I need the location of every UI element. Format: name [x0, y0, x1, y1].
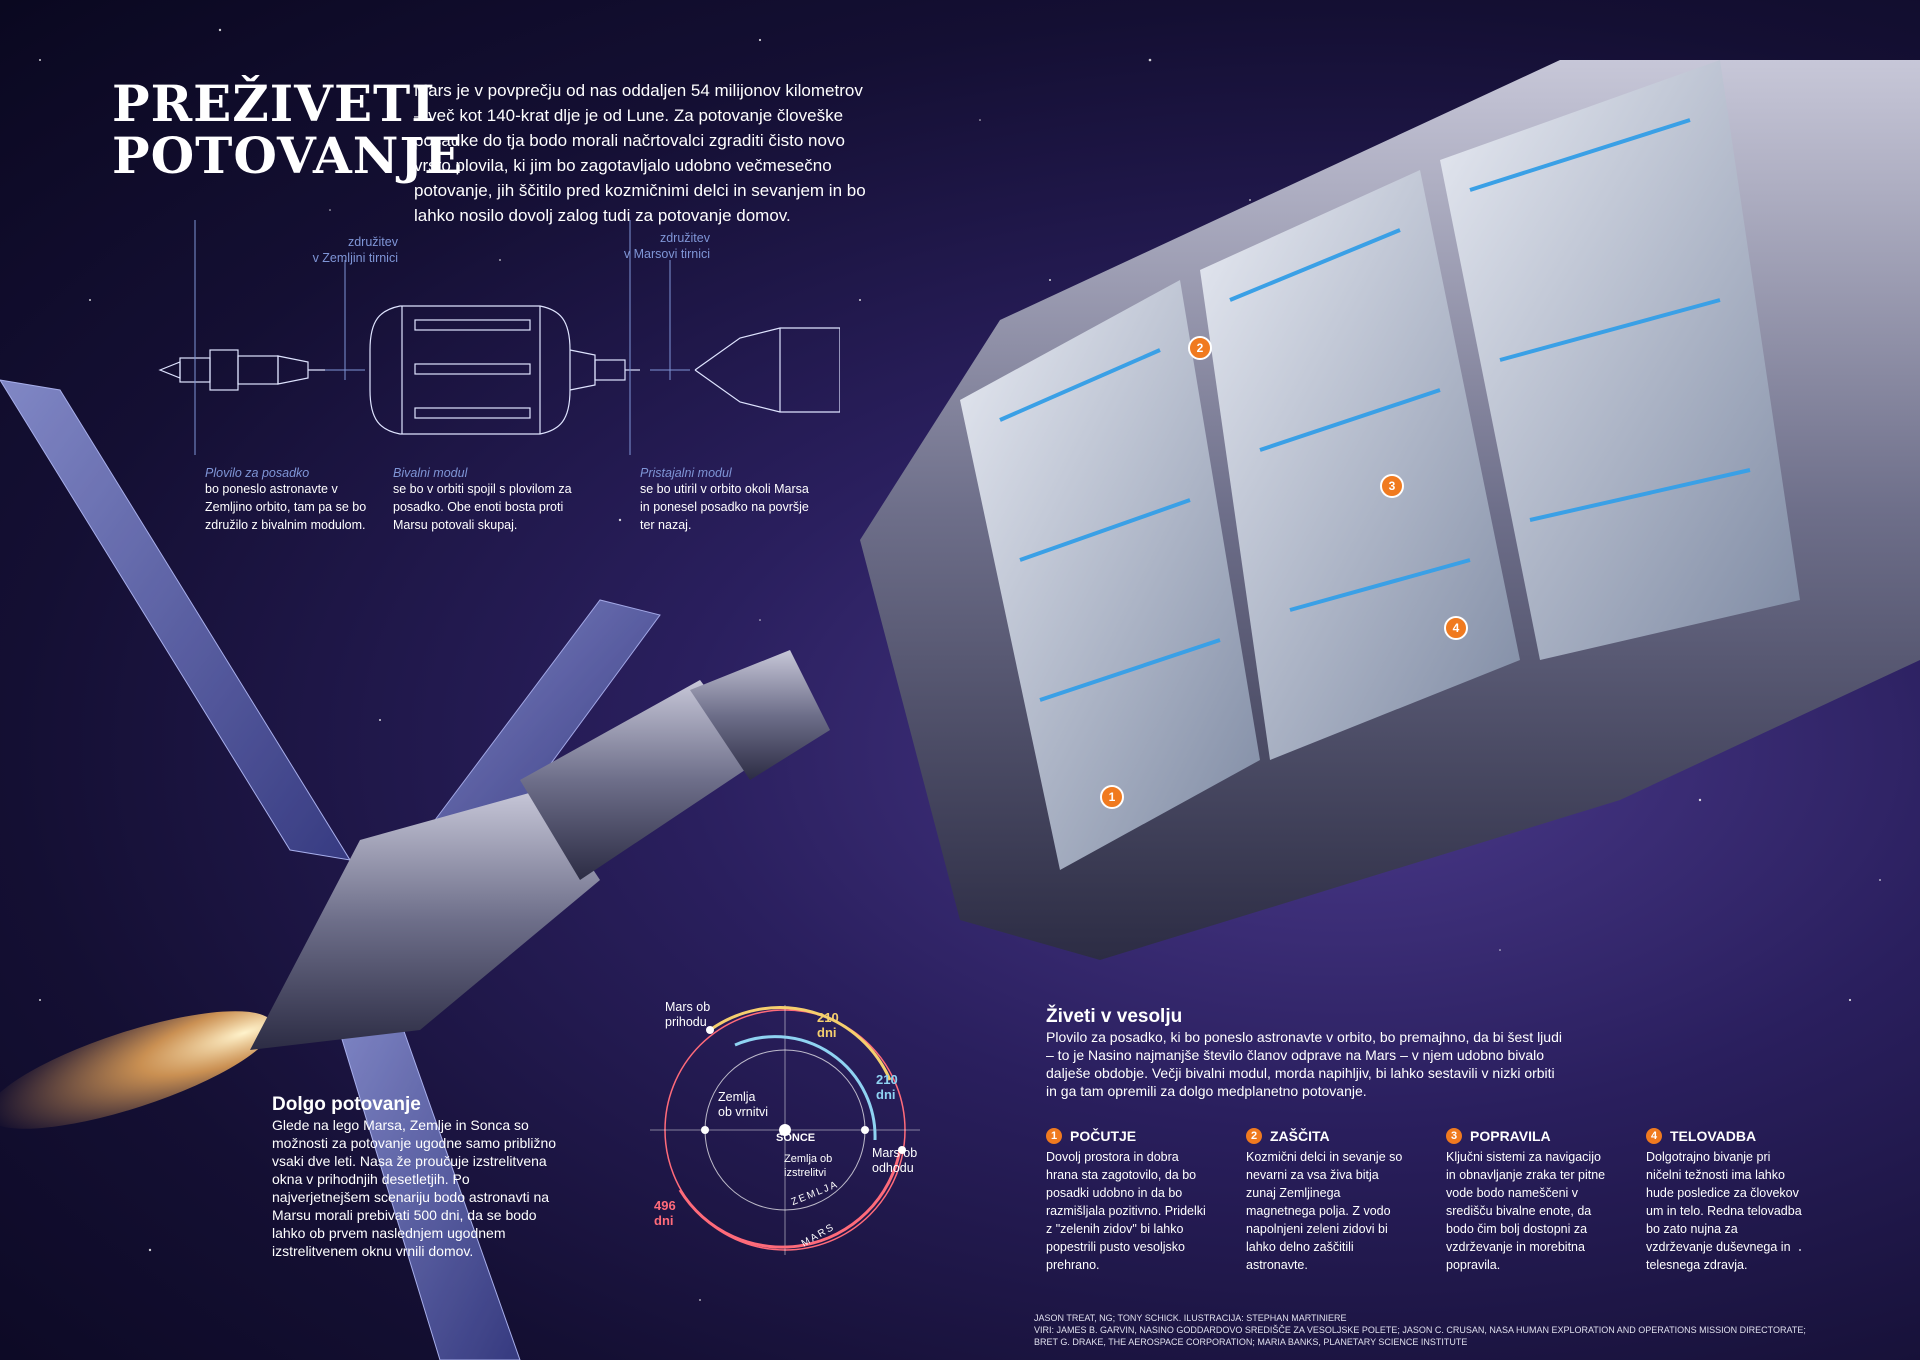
- column-wellbeing: 1 POČUTJE Dovolj prostora in dobra hrana…: [1046, 1128, 1206, 1274]
- solar-panel-upper: [0, 379, 352, 861]
- earth-return-label: Zemlja ob vrnitvi: [718, 1090, 768, 1120]
- intro-paragraph: Mars je v povprečju od nas oddaljen 54 m…: [414, 81, 866, 225]
- crew-vehicle-text: bo poneslo astronavte v Zemljino orbito,…: [205, 482, 367, 532]
- earth-launch-label: Zemlja ob izstrelitvi: [784, 1152, 832, 1180]
- outbound-arc: [709, 1006, 892, 1081]
- credits: JASON TREAT, NG; TONY SCHICK. ILUSTRACIJ…: [1034, 1312, 1914, 1348]
- long-trip-text: Glede na lego Marsa, Zemlje in Sonca so …: [272, 1117, 557, 1259]
- mars-departure-label: Mars ob odhodu: [872, 1146, 917, 1176]
- join-mars-line-1: združitev: [659, 231, 710, 245]
- return-days: 210 dni: [876, 1072, 898, 1102]
- return-days-line-2: dni: [876, 1087, 896, 1102]
- title-line-2: POTOVANJE: [112, 126, 464, 185]
- sun-label: SONCE: [776, 1132, 816, 1144]
- long-trip-section: Dolgo potovanje Glede na lego Marsa, Zem…: [272, 1094, 564, 1260]
- column-number: 2: [1246, 1128, 1262, 1144]
- engine-plume: [0, 1011, 274, 1129]
- earth-return-line-1: Zemlja: [718, 1090, 756, 1104]
- habitat-title: Bivalni modul: [393, 466, 468, 480]
- lander-title: Pristajalni modul: [640, 466, 732, 480]
- column-text: Kozmični delci in sevanje so nevarni za …: [1246, 1150, 1403, 1272]
- lander-text: se bo utiril v orbito okoli Marsa in pon…: [640, 482, 809, 532]
- outbound-days: 210 dni: [817, 1010, 839, 1040]
- column-title: ZAŠČITA: [1270, 1128, 1330, 1144]
- title-line-1: PREŽIVETI: [112, 74, 436, 133]
- join-earth-line-2: v Zemljini tirnici: [312, 251, 398, 265]
- habitat-caption: Bivalni modul se bo v orbiti spojil s pl…: [393, 466, 573, 534]
- column-number: 3: [1446, 1128, 1462, 1144]
- return-days-line-1: 210: [876, 1072, 898, 1087]
- outbound-days-line-1: 210: [817, 1010, 839, 1025]
- return-arc: [734, 1035, 877, 1141]
- marker-2: 2: [1188, 336, 1212, 360]
- spacecraft-schematic: [158, 220, 840, 455]
- column-exercise: 4 TELOVADBA Dolgotrajno bivanje pri niče…: [1646, 1128, 1806, 1274]
- orbit-diagram: [650, 1005, 920, 1255]
- stay-arc: [678, 1149, 902, 1249]
- mars-arrival-label: Mars ob prihodu: [665, 1000, 710, 1030]
- living-section: Živeti v vesolju Plovilo za posadko, ki …: [1046, 1006, 1566, 1100]
- column-title: POPRAVILA: [1470, 1128, 1551, 1144]
- page-title: PREŽIVETI POTOVANJE: [112, 78, 463, 182]
- join-earth-label: združitev v Zemljini tirnici: [268, 234, 398, 266]
- long-trip-title: Dolgo potovanje: [272, 1094, 421, 1115]
- crew-vehicle-title: Plovilo za posadko: [205, 466, 310, 480]
- crew-vehicle-caption: Plovilo za posadko bo poneslo astronavte…: [205, 466, 385, 534]
- stay-days-line-1: 496: [654, 1198, 676, 1213]
- column-number: 4: [1646, 1128, 1662, 1144]
- credits-line-2: VIRI: JAMES B. GARVIN, NASINO GODDARDOVO…: [1034, 1325, 1806, 1335]
- mars-departure-line-2: odhodu: [872, 1161, 914, 1175]
- living-text: Plovilo za posadko, ki bo poneslo astron…: [1046, 1029, 1562, 1099]
- marker-4: 4: [1444, 616, 1468, 640]
- column-title: POČUTJE: [1070, 1128, 1137, 1144]
- column-text: Ključni sistemi za navigacijo in obnavlj…: [1446, 1150, 1606, 1272]
- living-title: Živeti v vesolju: [1046, 1006, 1183, 1027]
- stay-days: 496 dni: [654, 1198, 676, 1228]
- crew-vehicle-body: [250, 650, 830, 1050]
- column-repairs: 3 POPRAVILA Ključni sistemi za navigacij…: [1446, 1128, 1606, 1274]
- marker-1: 1: [1100, 785, 1124, 809]
- credits-line-1: JASON TREAT, NG; TONY SCHICK. ILUSTRACIJ…: [1034, 1313, 1347, 1323]
- stay-days-line-2: dni: [654, 1213, 674, 1228]
- mars-departure-line-1: Mars ob: [872, 1146, 918, 1160]
- column-protection: 2 ZAŠČITA Kozmični delci in sevanje so n…: [1246, 1128, 1406, 1274]
- column-text: Dolgotrajno bivanje pri ničelni težnosti…: [1646, 1150, 1802, 1272]
- join-earth-line-1: združitev: [347, 235, 398, 249]
- mars-arrival-line-2: prihodu: [665, 1015, 707, 1029]
- habitat-text: se bo v orbiti spojil s plovilom za posa…: [393, 482, 572, 532]
- credits-line-3: BRET G. DRAKE, THE AEROSPACE CORPORATION…: [1034, 1337, 1468, 1347]
- column-title: TELOVADBA: [1670, 1128, 1757, 1144]
- earth-launch-line-2: izstrelitvi: [784, 1167, 827, 1179]
- column-number: 1: [1046, 1128, 1062, 1144]
- outbound-days-line-2: dni: [817, 1025, 837, 1040]
- join-mars-label: združitev v Marsovi tirnici: [600, 230, 710, 262]
- habitat-module: [860, 60, 1920, 960]
- mars-arrival-line-1: Mars ob: [665, 1000, 711, 1014]
- lander-caption: Pristajalni modul se bo utiril v orbito …: [640, 466, 810, 534]
- join-mars-line-2: v Marsovi tirnici: [623, 247, 710, 261]
- column-text: Dovolj prostora in dobra hrana sta zagot…: [1046, 1150, 1206, 1272]
- sun-dot: [779, 1124, 791, 1136]
- earth-return-line-2: ob vrnitvi: [718, 1105, 769, 1119]
- earth-launch-line-1: Zemlja ob: [784, 1153, 833, 1165]
- feature-columns: 1 POČUTJE Dovolj prostora in dobra hrana…: [1046, 1128, 1806, 1274]
- marker-3: 3: [1380, 474, 1404, 498]
